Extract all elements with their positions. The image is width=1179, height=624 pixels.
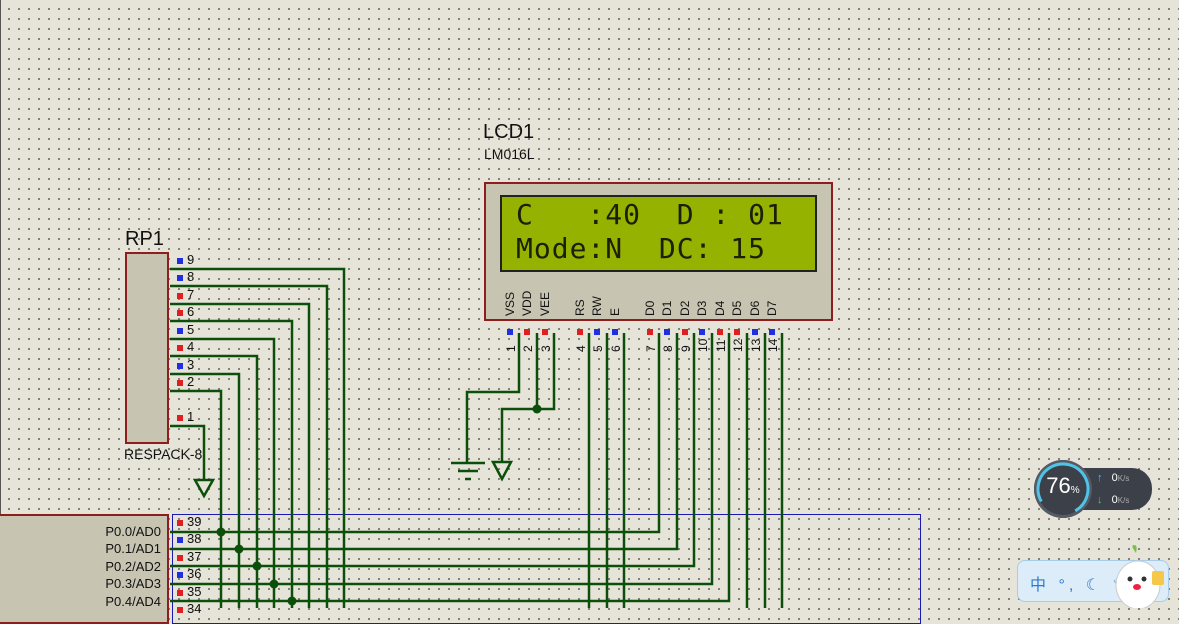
rp-pin-number: 2 — [187, 374, 195, 389]
lcd-pin-terminal[interactable] — [769, 329, 775, 335]
upload-value: 0 — [1111, 472, 1118, 484]
rp-common-wire[interactable] — [170, 424, 206, 480]
vee-wire[interactable] — [537, 333, 556, 411]
mcu-pin-number: 39 — [187, 514, 202, 529]
gauge-arc-icon — [1036, 462, 1090, 516]
junction-dot — [532, 404, 542, 414]
rp-pin-number: 1 — [187, 409, 195, 424]
mcu-component[interactable] — [0, 514, 169, 624]
lcd-line-1: C :40 D : 01 — [516, 198, 784, 231]
mascot-icon — [1115, 545, 1164, 608]
respack-component[interactable] — [125, 252, 169, 444]
rp-pin-terminal[interactable] — [177, 293, 183, 299]
rp-ref-label: RP1 — [125, 228, 164, 250]
vss-wire[interactable] — [465, 333, 521, 462]
lcd-pin-terminal[interactable] — [542, 329, 548, 335]
lcd-pin-terminal[interactable] — [577, 329, 583, 335]
ground-symbol[interactable] — [451, 461, 485, 481]
rp-pin-terminal[interactable] — [177, 363, 183, 369]
rp-pin-terminal[interactable] — [177, 310, 183, 316]
rp-model-label: RESPACK-8 — [124, 446, 203, 462]
lcd-pin-terminal[interactable] — [647, 329, 653, 335]
data-bus-wire[interactable] — [170, 333, 714, 586]
rp-pin-terminal[interactable] — [177, 345, 183, 351]
rp-pin-number: 8 — [187, 269, 195, 284]
lcd-pin-terminal[interactable] — [612, 329, 618, 335]
mcu-pin-terminal[interactable] — [177, 590, 183, 596]
ime-chinese-mode-button[interactable]: 中 — [1030, 577, 1051, 594]
download-unit: K/s — [1117, 496, 1130, 505]
pullup-wire[interactable] — [170, 302, 311, 608]
lcd-pin-terminal[interactable] — [717, 329, 723, 335]
mcu-pin-number: 36 — [187, 566, 202, 581]
rp-pin-terminal[interactable] — [177, 380, 183, 386]
data-bus-wire[interactable] — [170, 333, 661, 534]
data-bus-wire[interactable] — [170, 333, 696, 568]
mcu-pin-label: P0.0/AD0 — [105, 524, 161, 539]
mcu-pin-label: P0.1/AD1 — [105, 541, 161, 556]
wires-layer — [170, 267, 784, 608]
data-bus-wire[interactable] — [170, 333, 731, 603]
upload-arrow-icon: ↑ — [1097, 472, 1103, 484]
lcd-pin-terminal[interactable] — [524, 329, 530, 335]
lcd-model-label: LM016L — [484, 146, 535, 162]
ime-moon-icon[interactable]: ☾ — [1085, 577, 1105, 594]
rp-pin-terminal[interactable] — [177, 275, 183, 281]
mcu-pin-number: 35 — [187, 584, 202, 599]
mcu-pin-terminal[interactable] — [177, 555, 183, 561]
gauge-percent: 76% — [1034, 473, 1092, 499]
mcu-pin-label: P0.4/AD4 — [105, 594, 161, 609]
rp-pin-number: 4 — [187, 339, 195, 354]
lcd-pin-terminal[interactable] — [594, 329, 600, 335]
lcd-pin-terminal[interactable] — [682, 329, 688, 335]
gauge-value: 76 — [1046, 473, 1071, 498]
sheet-edge — [0, 0, 1, 608]
upload-speed: ↑ 0K/s — [1097, 472, 1129, 484]
rp-pin-terminal[interactable] — [177, 328, 183, 334]
rp-pin-number: 7 — [187, 287, 195, 302]
ground-symbol[interactable] — [490, 460, 514, 482]
network-speed-panel — [1082, 468, 1152, 510]
pullup-wire[interactable] — [170, 354, 259, 608]
mcu-pin-label: P0.2/AD2 — [105, 559, 161, 574]
pullup-wire[interactable] — [170, 389, 223, 608]
gauge-unit: % — [1070, 485, 1080, 496]
mcu-pin-terminal[interactable] — [177, 572, 183, 578]
rp-pin-number: 9 — [187, 252, 195, 267]
ground-symbol[interactable] — [192, 478, 216, 499]
mcu-pin-terminal[interactable] — [177, 520, 183, 526]
mcu-pin-number: 38 — [187, 531, 202, 546]
rp-pin-terminal[interactable] — [177, 258, 183, 264]
lcd-pin-terminal[interactable] — [752, 329, 758, 335]
download-value: 0 — [1111, 494, 1118, 506]
data-bus-wire[interactable] — [170, 333, 679, 551]
lcd-screen — [500, 195, 817, 272]
pullup-wire[interactable] — [170, 372, 241, 608]
rp-pin-number: 6 — [187, 304, 195, 319]
rp-pin-terminal[interactable] — [177, 415, 183, 421]
pullup-wire[interactable] — [170, 319, 294, 608]
pullup-wire[interactable] — [170, 267, 346, 608]
rp-pin-number: 3 — [187, 357, 195, 372]
lcd-pin-terminal[interactable] — [699, 329, 705, 335]
lcd-line-2: Mode:N DC: 15 — [516, 232, 767, 265]
mcu-pin-label: P0.3/AD3 — [105, 576, 161, 591]
lcd-pin-terminal[interactable] — [664, 329, 670, 335]
lcd-ref-label: LCD1 — [483, 121, 535, 143]
download-arrow-icon: ↓ — [1097, 494, 1103, 506]
rp-pin-number: 5 — [187, 322, 195, 337]
pullup-wire[interactable] — [170, 337, 276, 608]
lcd-pin-terminal[interactable] — [507, 329, 513, 335]
mcu-pin-number: 37 — [187, 549, 202, 564]
upload-unit: K/s — [1117, 474, 1130, 483]
ime-punctuation-button[interactable]: °, — [1058, 577, 1078, 594]
download-speed: ↓ 0K/s — [1097, 494, 1129, 506]
pullup-wire[interactable] — [170, 284, 329, 608]
vdd-wire[interactable] — [500, 333, 539, 462]
mcu-pin-terminal[interactable] — [177, 537, 183, 543]
memory-gauge[interactable] — [1034, 460, 1092, 518]
lcd-pin-terminal[interactable] — [734, 329, 740, 335]
